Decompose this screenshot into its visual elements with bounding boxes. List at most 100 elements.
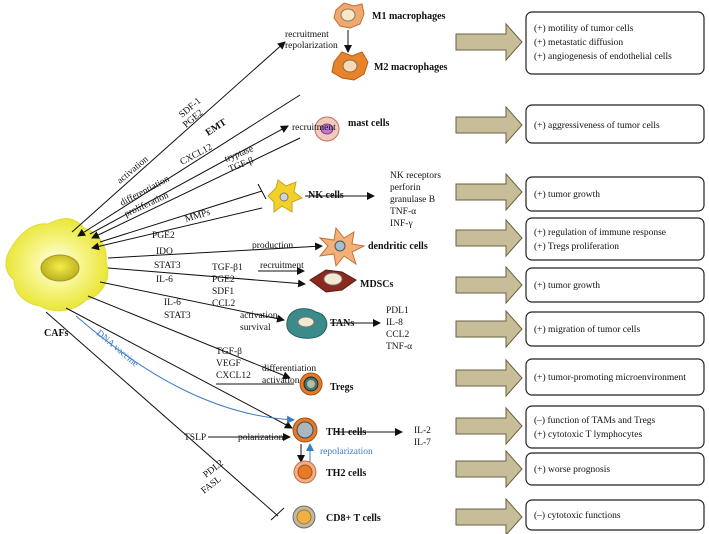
outcome-box-7: (–) function of TAMs and Tregs (+) cytot… <box>525 405 705 449</box>
label-survival-tan: survival <box>240 323 271 333</box>
cd8-icon <box>292 505 316 529</box>
caf-label: CAFs <box>44 328 69 339</box>
nk-cell-icon <box>267 179 304 213</box>
big-arrow-3 <box>455 218 523 258</box>
caf-to-mdsc-arrow <box>107 267 306 288</box>
outcome-0-line-0: (+) motility of tumor cells <box>534 23 634 34</box>
label-m1: M1 macrophages <box>372 11 446 22</box>
outcome-box-2: (+) tumor growth <box>525 176 705 212</box>
outcome-3-line-0: (+) regulation of immune response <box>534 227 666 238</box>
outcome-8-line-0: (+) worse prognosis <box>534 464 610 475</box>
tan-product-3: TNF-α <box>386 342 412 352</box>
outcome-7-line-0: (–) function of TAMs and Tregs <box>534 415 656 426</box>
label-tan: TANs <box>330 318 354 329</box>
outcome-box-8: (+) worse prognosis <box>525 452 705 486</box>
caf-to-dc-arrow <box>107 242 323 259</box>
mdsc-factor-0: TGF-β1 <box>212 263 243 273</box>
label-ido: IDO <box>156 247 173 257</box>
label-il6-dc: IL-6 <box>156 275 173 285</box>
big-arrow-0 <box>455 22 523 62</box>
m1-macrophage-icon <box>333 2 365 29</box>
outcome-2-line-0: (+) tumor growth <box>534 189 600 200</box>
outcome-6-line-0: (+) tumor-promoting microenvironment <box>534 372 686 383</box>
big-arrow-2 <box>455 172 523 212</box>
treg-icon <box>299 372 323 396</box>
label-recruitment-m: recruitment <box>285 30 329 40</box>
big-arrow-5 <box>455 309 523 349</box>
outcome-5-line-0: (+) migration of tumor cells <box>534 324 640 335</box>
big-arrow-4 <box>455 265 523 305</box>
mast-to-caf-arrow <box>91 137 301 239</box>
mdsc-factor-3: CCL2 <box>212 299 235 309</box>
outcome-box-6: (+) tumor-promoting microenvironment <box>525 358 705 396</box>
outcome-box-4: (+) tumor growth <box>525 267 705 303</box>
nk-product-2: granulase B <box>390 195 435 205</box>
outcome-3-line-1: (+) Tregs proliferation <box>534 241 619 252</box>
label-dc: dendritic cells <box>368 241 428 252</box>
label-nk: NK cells <box>308 190 344 201</box>
label-th1: TH1 cells <box>326 427 366 438</box>
outcome-box-9: (–) cytotoxic functions <box>525 499 705 531</box>
big-arrow-6 <box>455 358 523 398</box>
treg-factor-2: CXCL12 <box>216 371 251 381</box>
tan-product-1: IL-8 <box>386 318 403 328</box>
mast-cell-icon <box>314 116 340 142</box>
big-arrow-7 <box>455 406 523 446</box>
label-polarization: polarization <box>238 433 284 443</box>
label-repolarization-th: repolarization <box>320 447 373 457</box>
caf-to-nk-line <box>99 190 263 243</box>
label-emt: EMT <box>204 117 229 139</box>
label-activation: activation <box>116 154 151 186</box>
label-cxcl12: CXCL12 <box>179 142 215 167</box>
outcome-0-line-2: (+) angiogenesis of endothelial cells <box>534 51 672 62</box>
nk-to-caf-arrow <box>91 207 263 251</box>
tan-product-0: PDL1 <box>386 306 409 316</box>
dendritic-cell-icon <box>318 226 366 268</box>
outcome-4-line-0: (+) tumor growth <box>534 280 600 291</box>
label-pge2-nk: PGE2 <box>152 231 175 241</box>
m2-macrophage-icon <box>331 51 369 81</box>
caf-to-m-arrow <box>71 41 286 233</box>
label-mast: mast cells <box>348 118 389 129</box>
nk-inhibit-bar <box>257 183 267 200</box>
label-m2: M2 macrophages <box>374 62 448 73</box>
outcome-9-line-0: (–) cytotoxic functions <box>534 510 621 521</box>
big-arrow-9 <box>455 497 523 534</box>
nk-product-0: NK receptors <box>390 171 441 181</box>
th1-product-0: IL-2 <box>414 426 431 436</box>
big-arrow-8 <box>455 449 523 489</box>
label-mdsc: MDSCs <box>360 279 393 290</box>
tan-icon <box>286 308 328 339</box>
label-il6-tan: IL-6 <box>164 298 181 308</box>
big-arrow-1 <box>455 105 523 145</box>
outcome-7-line-1: (+) cytotoxic T lymphocytes <box>534 429 642 440</box>
outcome-0-line-1: (+) metastatic diffusion <box>534 37 623 48</box>
emt-to-caf-arrow <box>77 94 301 237</box>
outcome-box-5: (+) migration of tumor cells <box>525 311 705 347</box>
caf-to-th1-arrow <box>65 307 293 429</box>
mdsc-factor-2: SDF1 <box>212 287 234 297</box>
caf-to-mast-arrow <box>89 125 289 235</box>
mdsc-icon <box>309 269 357 293</box>
nk-product-4: INF-γ <box>390 219 413 229</box>
outcome-box-1: (+) aggressiveness of tumor cells <box>525 104 705 144</box>
label-recruitment-mast: recruitment <box>292 123 336 133</box>
label-th2: TH2 cells <box>326 468 366 479</box>
label-stat3-tan: STAT3 <box>164 311 191 321</box>
label-mmps: MMPs <box>184 208 212 225</box>
caf-to-treg-arrow <box>87 295 291 380</box>
blue-annotations <box>75 315 314 462</box>
th2-icon <box>293 460 317 484</box>
th1-icon <box>292 417 318 443</box>
nk-product-3: TNF-α <box>390 207 416 217</box>
tan-product-2: CCL2 <box>386 330 409 340</box>
cd8-inhibit-bar <box>270 507 285 521</box>
big-arrows <box>455 22 523 534</box>
label-activation-treg: activation <box>262 376 300 386</box>
label-fasl: FASL <box>200 474 224 496</box>
connections <box>45 30 403 521</box>
label-cd8: CD8+ T cells <box>326 513 381 524</box>
label-repolarization-m: repolarization <box>285 41 338 51</box>
